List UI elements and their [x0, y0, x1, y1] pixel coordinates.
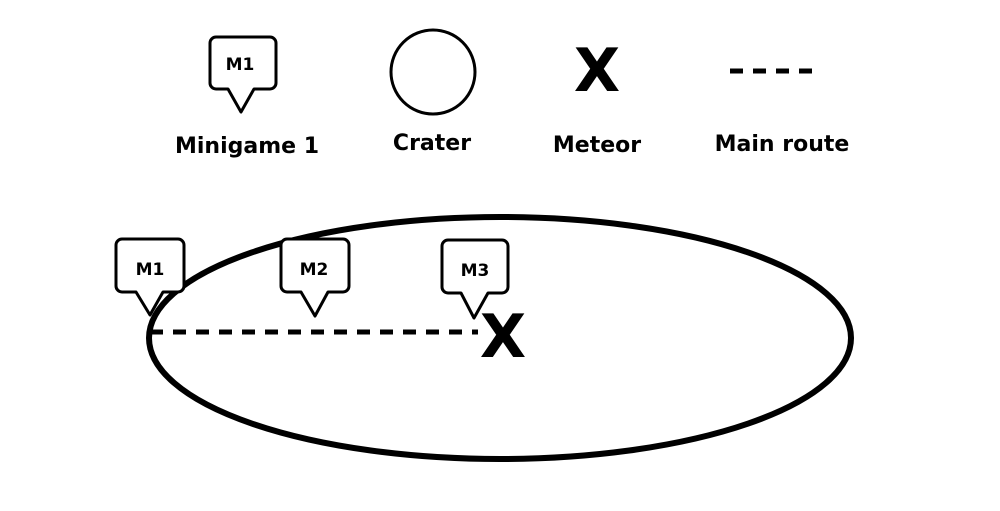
legend-minigame-pin-icon: M1 [208, 35, 278, 114]
legend-meteor-x-icon: X [574, 36, 620, 106]
pin-m2-text: M2 [300, 260, 329, 280]
pin-m1-text: M1 [136, 260, 165, 280]
pin-m3-text: M3 [461, 261, 490, 281]
legend-minigame-pin-text: M1 [226, 55, 255, 75]
map: X M1 M2 M3 [114, 214, 854, 462]
legend: M1 Minigame 1 Crater X Meteor Main route [175, 28, 850, 159]
minigame-pin-m3: M3 [440, 238, 510, 320]
legend-crater-label: Crater [393, 131, 471, 156]
minigame-pin-m1: M1 [114, 237, 186, 317]
legend-meteor-label: Meteor [553, 133, 641, 158]
legend-minigame-label: Minigame 1 [175, 134, 319, 159]
legend-crater-circle-icon [389, 28, 477, 116]
crater-ellipse [146, 214, 854, 462]
legend-route-label: Main route [715, 132, 850, 157]
meteor-x-icon: X [480, 302, 526, 372]
minigame-pin-m2: M2 [279, 237, 351, 318]
